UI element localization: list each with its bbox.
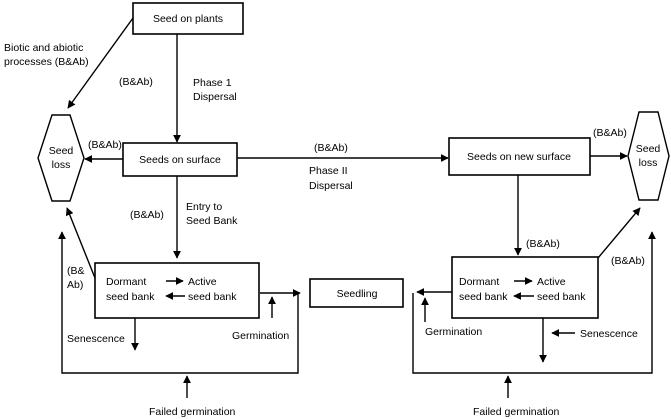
labels: Biotic and abiotic processes (B&Ab) (B&A…: [4, 42, 645, 418]
entry-label-line2: Seed Bank: [186, 215, 238, 227]
active-sub-left: seed bank: [188, 291, 237, 303]
seed-loss-right-node: Seed loss: [627, 111, 670, 201]
germination-label-left: Germination: [232, 330, 289, 342]
active-label-left: Active: [188, 276, 217, 288]
active-sub-right: seed bank: [537, 291, 586, 303]
bab-label-left-bank-line2: Ab): [67, 279, 83, 291]
failed-germination-label-left: Failed germination: [149, 406, 236, 418]
seed-on-plants-label: Seed on plants: [153, 13, 223, 25]
bab-label-entry: (B&Ab): [130, 209, 164, 221]
seed-on-plants-node: Seed on plants: [132, 2, 244, 35]
bab-label-right-bank: (B&Ab): [611, 255, 645, 267]
bank-loss-arrow-left: [65, 207, 96, 279]
seed-loss-left-line1: Seed: [49, 145, 74, 157]
bab-label-surface-loss: (B&Ab): [88, 139, 122, 151]
bab-label-phase2: (B&Ab): [314, 142, 348, 154]
seed-loss-right-line2: loss: [639, 157, 658, 169]
seeds-on-new-surface-label: Seeds on new surface: [467, 151, 571, 163]
dormant-sub-right: seed bank: [459, 291, 508, 303]
seed-loss-left-line2: loss: [52, 159, 71, 171]
failed-germination-label-right: Failed germination: [473, 406, 560, 418]
bab-label-new-surface-loss: (B&Ab): [593, 127, 627, 139]
seeds-on-surface-label: Seeds on surface: [139, 154, 221, 166]
bab-label-new-entry: (B&Ab): [526, 238, 560, 250]
dormant-label-left: Dormant: [106, 276, 146, 288]
seeds-on-new-surface-node: Seeds on new surface: [448, 137, 591, 176]
seed-loss-right-line1: Seed: [636, 143, 661, 155]
seedling-label: Seedling: [337, 288, 378, 300]
left-loop: [58, 231, 299, 374]
right-loop: [412, 231, 656, 374]
bank-loss-arrow-right: [597, 207, 641, 259]
seed-bank-left: Dormant seed bank Active seed bank: [94, 262, 260, 319]
phase2-label-line1: Phase II: [309, 165, 348, 177]
phase2-label-line2: Dispersal: [309, 180, 353, 192]
germination-label-right: Germination: [425, 326, 482, 338]
seedling-node: Seedling: [309, 278, 404, 308]
biotic-label-line1: Biotic and abiotic: [4, 42, 83, 54]
biotic-loss-arrow: [67, 17, 134, 109]
entry-label-line1: Entry to: [186, 201, 222, 213]
senescence-label-left: Senescence: [67, 333, 125, 345]
active-label-right: Active: [537, 276, 566, 288]
dormant-sub-left: seed bank: [106, 291, 155, 303]
dormant-label-right: Dormant: [459, 276, 499, 288]
phase1-label-line1: Phase 1: [193, 77, 232, 89]
seed-loss-left-node: Seed loss: [37, 114, 85, 202]
senescence-label-right: Senescence: [580, 328, 638, 340]
seeds-on-surface-node: Seeds on surface: [122, 142, 238, 177]
seed-bank-right: Dormant seed bank Active seed bank: [451, 256, 599, 319]
bab-label-top: (B&Ab): [119, 76, 153, 88]
bab-label-left-bank-line1: (B&: [67, 265, 85, 277]
phase1-label-line2: Dispersal: [193, 91, 237, 103]
connectors: [58, 17, 656, 398]
biotic-label-line2: processes (B&Ab): [4, 56, 89, 68]
